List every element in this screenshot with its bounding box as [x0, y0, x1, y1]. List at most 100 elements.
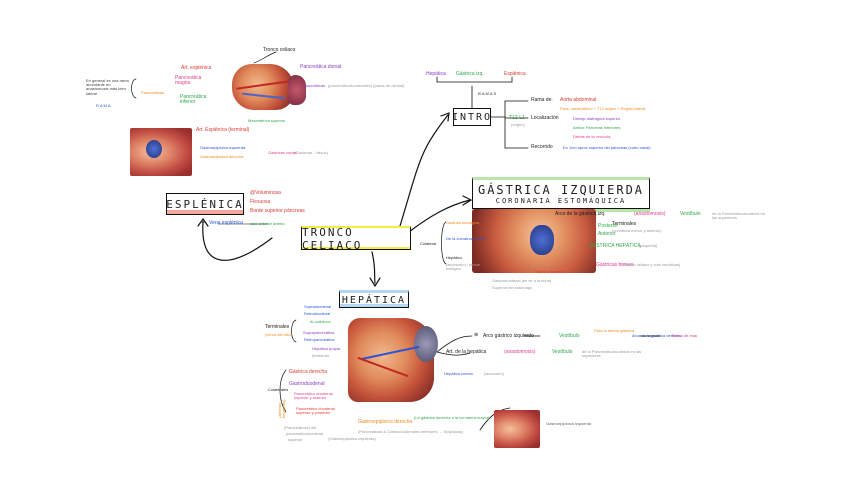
- gastricas-cortas-label: Gastricas cortas: [268, 150, 297, 155]
- hepatica-terminales-label: Terminales: [265, 324, 290, 330]
- art-esplenica-label: Art. esplénica: [181, 65, 212, 71]
- arco-gastrico-note: Vestíbulo: [559, 333, 580, 339]
- gastroepiploica-note: (Pancreáticas & Gastroduodenales inferio…: [358, 429, 464, 434]
- intro-top-2: Gástrica izq.: [456, 71, 484, 77]
- pancreatica-inferior-label: Pancreática inferior: [180, 94, 207, 106]
- gastroepiploica-izq-bottom: Gastroepiploica izquierda: [546, 421, 592, 426]
- gastroepiploica-note2: (La gástrica derecha a la curvatura mayo…: [414, 415, 490, 420]
- hepatica-item-1: Suprapancreática: [303, 330, 335, 335]
- link-tronco-gastrica: [403, 199, 471, 237]
- intro-title: INTRO: [451, 111, 493, 123]
- hepatica-comun-label: Hepática común: [444, 371, 473, 376]
- colaterales-note: (Arterias hepáticas): [277, 399, 287, 418]
- gastrica-left-item-1: Gástrica esofágica: [446, 220, 480, 225]
- rama-de-value: Aorta abdominal: [560, 97, 597, 103]
- esplenica-title: ESPLÉNICA: [166, 197, 244, 211]
- hepatica-top-3: Al colédoco: [310, 319, 331, 324]
- intro-top-1: Hepática: [426, 71, 446, 77]
- art-esplenica-terminal: Art. Esplénica (terminal): [196, 127, 250, 133]
- vessel-blue-blob: [146, 140, 162, 158]
- loc-item-2: Arriba: Páncreas inferiores: [573, 125, 621, 130]
- rama-de-detail: Para: mesentérico + T12 origen + Región …: [560, 106, 646, 111]
- esplenica-feature-3: Borde superior páncreas: [250, 208, 305, 214]
- hepatica-bottom-note-2: pancreaticoduodenal: [286, 431, 324, 436]
- hepatica-item-2: Retropancreática: [304, 337, 335, 342]
- recorrido-value: En 1cm aprox superior del páncreas (cort…: [563, 145, 651, 150]
- gastricas-note: (Gástricas - Vasos): [294, 150, 328, 155]
- loc-item-3: Detrás de la vesícula: [573, 134, 611, 139]
- vena-note: sale anterior arteria: [250, 221, 285, 226]
- colaterales-label: Colaterales: [268, 387, 289, 392]
- terminales-label: Terminales: [612, 221, 637, 227]
- gastrica-left-item-2: De la curvatura menor: [446, 236, 486, 241]
- ramas-label: RAMAS: [478, 91, 498, 96]
- branch-pancreatico-posterior: Pancreático duodenal superior y posterio…: [296, 406, 335, 416]
- spleen-illustration: [288, 75, 306, 105]
- pancreatica-magna-label: Pancreática magna: [175, 75, 202, 87]
- gastrica-bottom-note: Gastroduodenal (se ve a la dcha): [492, 278, 552, 283]
- arco-gastrico-note2: Para la arteria gástrica: [594, 328, 635, 333]
- arco-note: (anastomosis): [634, 211, 666, 217]
- arco-tail-note: de la Pancreaticoduodenal en las superio…: [712, 211, 765, 221]
- hepatica-bottom-note-3: superior: [288, 437, 303, 442]
- plus-icon: ⊕: [474, 332, 479, 338]
- vena-esplenica-label: Vena esplénica: [209, 220, 243, 226]
- side-label: Pancreáticas: [141, 90, 165, 95]
- colateral-label: Colateral: [420, 241, 437, 246]
- loc-item-1: Debajo diafragma superior: [573, 116, 621, 121]
- vestibulo-label: Vestíbulo: [552, 349, 573, 355]
- gastrica-hepatica-label: GÁSTRICA HEPÁTICA: [589, 243, 641, 249]
- link-tronco-hepatica: [371, 251, 376, 284]
- hepatica-title: HEPÁTICA: [341, 294, 407, 306]
- gastricas-breves-note: (Tronco celiaco y vías hepáticas): [622, 262, 681, 267]
- hepatica-top-2: Retroduodenal: [304, 311, 331, 316]
- branch-pancreatico-anterior: Pancreático duodenal superior y anterior: [294, 391, 333, 401]
- arco-tail: Vestíbulo: [680, 211, 701, 217]
- hepatica-box[interactable]: HEPÁTICA: [339, 290, 409, 308]
- hepatica-comun-note: (accesorio): [484, 371, 504, 376]
- branch-gastrica-derecha: Gástrica derecha: [289, 369, 328, 375]
- mesenterica-label: Mesentérica superior: [248, 118, 286, 123]
- gastrica-box[interactable]: GÁSTRICA IZQUIERDA CORONARIA ESTOMÁQUICA: [472, 177, 650, 209]
- gastrica-subtitle: CORONARIA ESTOMÁQUICA: [495, 197, 627, 205]
- tronco-title: TRONCO CELIACO: [302, 225, 363, 252]
- pancreaticas-label: Pancreáticas: [302, 83, 326, 88]
- arco-derecha-note: Rama de esta: [672, 333, 697, 338]
- arco-gastrica-label: Arco de la gástrica izq.: [555, 211, 606, 217]
- gastric-organ-blue: [530, 225, 554, 255]
- intro-box[interactable]: INTRO: [451, 108, 493, 126]
- tronco-celiaco-top-label: Tronco celiaco: [263, 47, 296, 53]
- vestibulo-note: de la Pancreaticoduodenal en las superio…: [582, 349, 642, 359]
- side-note-word: RAMA: [96, 103, 112, 108]
- intro-top-3: Esplénica: [504, 71, 526, 77]
- tronco-celiaco-box[interactable]: TRONCO CELIACO: [301, 225, 411, 252]
- posterior-label: Posterior: [598, 223, 619, 229]
- t12-note: (origen): [511, 122, 525, 127]
- hepatica-terminales-note: (cerca del hilio): [265, 332, 293, 337]
- gastrica-derecha-label: Gástrica derecha: [534, 269, 565, 274]
- localizacion-label: Localización: [531, 115, 559, 121]
- esplenica-feature-1: @Voluminosa: [250, 190, 281, 196]
- stomach-illustration-bottom: [494, 410, 540, 448]
- hepatica-top-1: Supraduodenal: [304, 304, 332, 309]
- esplenica-feature-2: Flexuosa: [250, 199, 271, 205]
- esplenica-box[interactable]: ESPLÉNICA: [166, 193, 244, 215]
- arco-derecha-label: Arco de la gástrica derecha: [632, 333, 681, 338]
- hepatica-bottom-note-1: (Pancreáticas) del: [284, 425, 317, 430]
- gastrica-bottom-note2: Superior del estómago: [492, 285, 533, 290]
- branch-gastroduodenal: Gastroduodenal: [289, 381, 325, 387]
- hepatica-item-4: (terminal): [312, 353, 329, 358]
- gastroepiploica-der-label: Gastroepiploica derecha: [200, 154, 244, 159]
- recorrido-label: Recorrido: [531, 144, 553, 150]
- arco-gastrico-izq: Arco gástrico izquierdo: [483, 333, 534, 339]
- link-tronco-intro: [399, 114, 449, 227]
- side-note: En general es una rama abundante en anas…: [86, 78, 129, 96]
- gastrica-hepatica-note: (pequeña): [639, 243, 658, 248]
- anterior-label: Anterior: [598, 231, 616, 237]
- pancreatica-dorsal-label: Pancreática dorsal: [300, 64, 342, 70]
- gastrica-title: GÁSTRICA IZQUIERDA: [477, 183, 645, 197]
- hepatico-note: (accesorio) / desde esfágico: [446, 262, 481, 272]
- hepatica-item-3: Hepática propia: [312, 346, 341, 351]
